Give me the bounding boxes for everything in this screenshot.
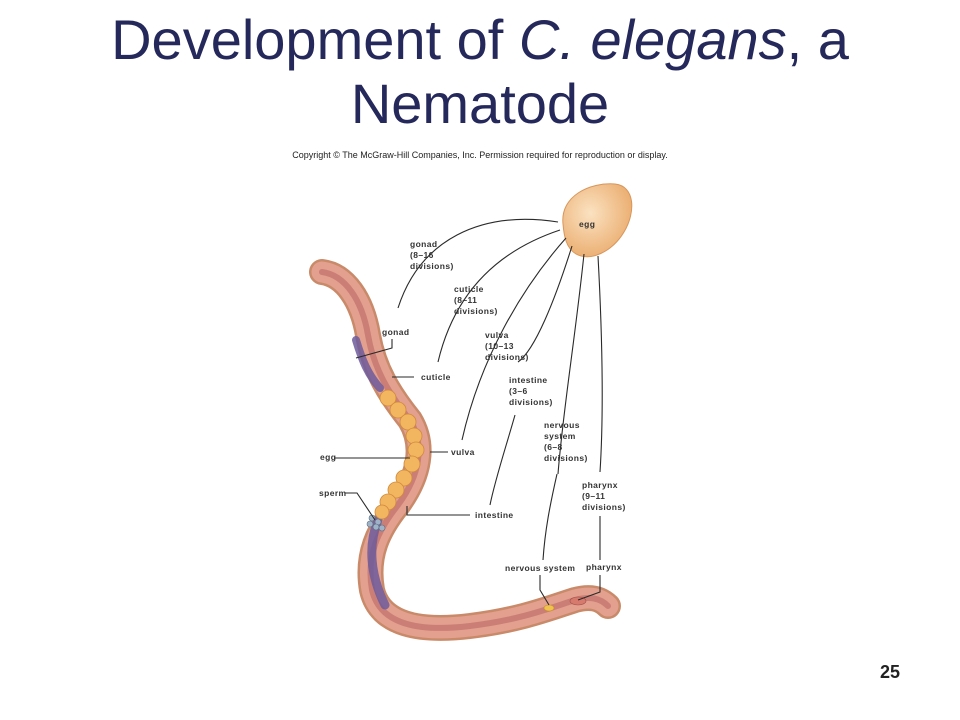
- lineage-lines: [397, 218, 603, 561]
- part-label-egg: egg: [320, 452, 336, 462]
- lineage-label-vulva: vulva (10–13 divisions): [485, 330, 529, 362]
- nematode-worm: [309, 259, 621, 641]
- egg-cell: egg: [562, 183, 633, 258]
- body-part-labels: gonad cuticle egg sperm vulva intestine …: [319, 327, 622, 573]
- lineage-label-cuticle: cuticle (8–11 divisions): [454, 284, 498, 316]
- part-label-nervous-system: nervous system: [505, 563, 575, 573]
- page-number: 25: [880, 662, 901, 682]
- page-title: Development of C. elegans, a Nematode: [111, 8, 849, 135]
- part-label-gonad: gonad: [382, 327, 410, 337]
- lineage-labels: gonad (8–16 divisions) cuticle (8–11 div…: [410, 239, 626, 512]
- copyright-notice: Copyright © The McGraw-Hill Companies, I…: [292, 150, 668, 160]
- lineage-label-nervous-system: nervous system (6–8 divisions): [544, 420, 588, 463]
- lineage-label-intestine: intestine (3–6 divisions): [509, 375, 553, 407]
- leader-lines: [334, 339, 601, 606]
- part-label-vulva: vulva: [451, 447, 475, 457]
- lineage-label-pharynx: pharynx (9–11 divisions): [582, 480, 626, 512]
- part-label-cuticle: cuticle: [421, 372, 451, 382]
- part-label-sperm: sperm: [319, 488, 347, 498]
- part-label-intestine: intestine: [475, 510, 514, 520]
- lineage-label-gonad: gonad (8–16 divisions): [410, 239, 454, 271]
- egg-cell-label: egg: [579, 219, 595, 229]
- part-label-pharynx: pharynx: [586, 562, 622, 572]
